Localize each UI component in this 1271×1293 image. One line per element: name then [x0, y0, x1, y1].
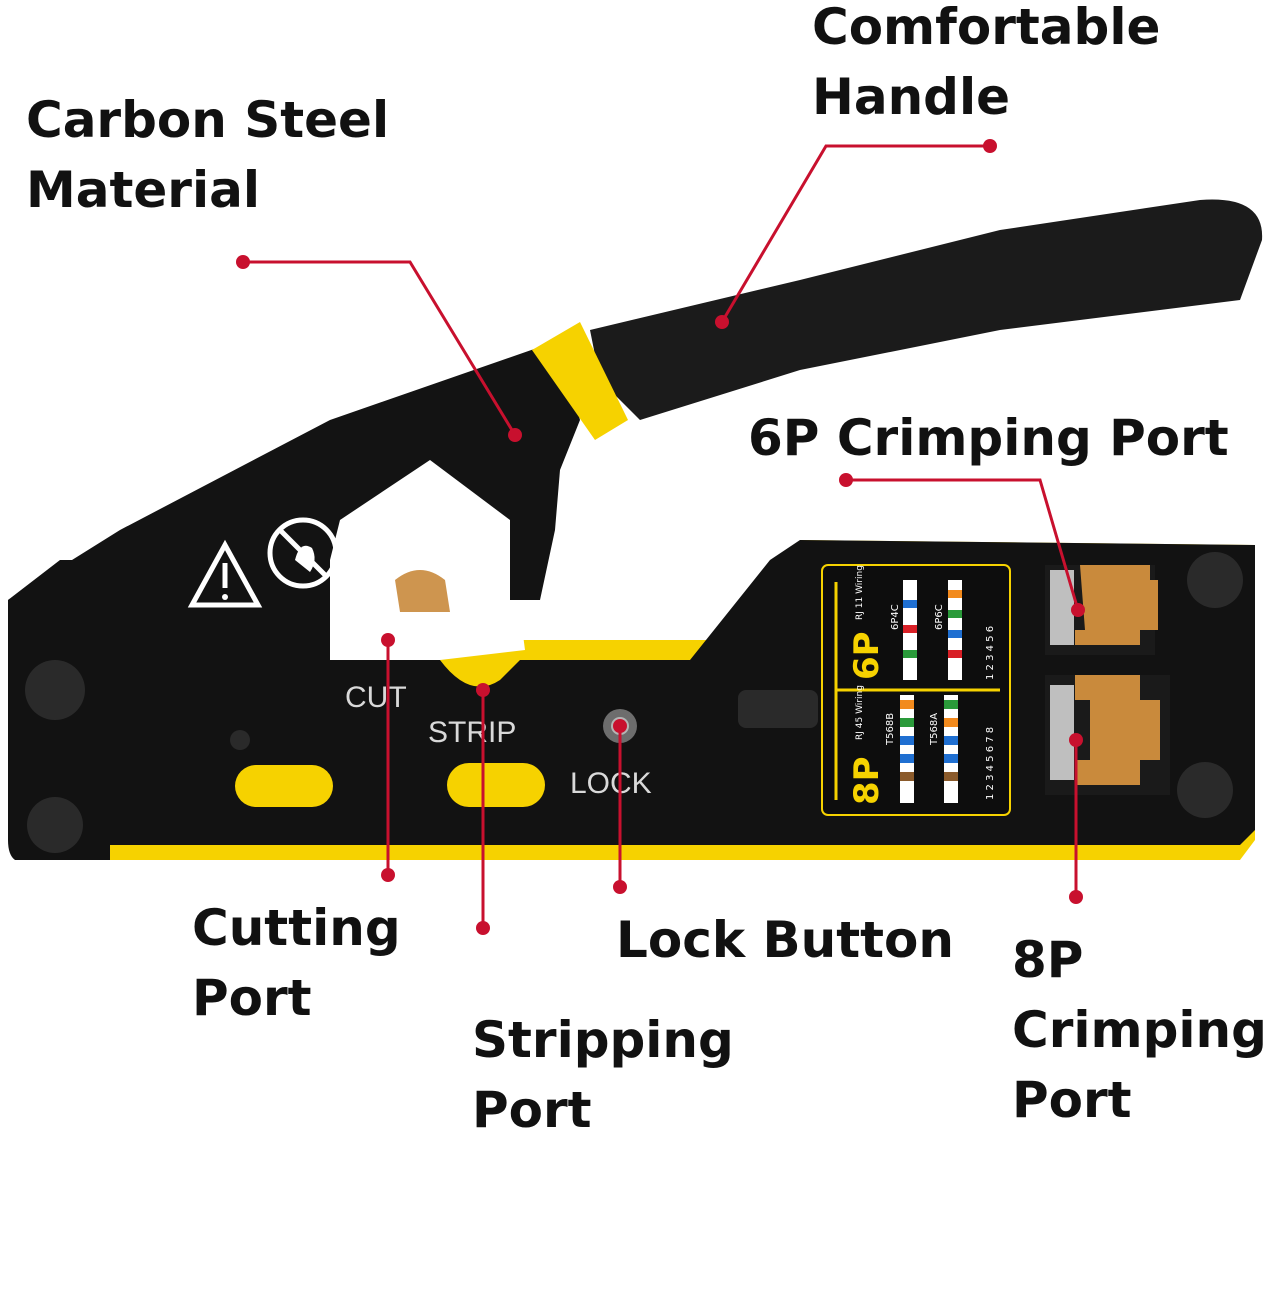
bolt-right-top — [1187, 552, 1243, 608]
callout-stripping-line-1: Stripping — [472, 1011, 734, 1069]
callout-handle: Comfortable Handle — [812, 0, 1160, 132]
cutting-slot — [330, 612, 525, 660]
six-p-port — [1045, 565, 1158, 655]
callout-8p-line-2: Crimping — [1012, 1001, 1267, 1059]
bolt-right-bottom — [1177, 762, 1233, 818]
callout-dots — [236, 139, 1085, 935]
six-p-sub: RJ 11 Wiring — [855, 565, 865, 620]
t568a-label: T568A — [929, 713, 940, 746]
warning-icon — [187, 539, 263, 608]
callout-6p-crimping-port: 6P Crimping Port — [748, 403, 1229, 473]
lock-label: LOCK — [570, 767, 652, 800]
callout-stripping-port: Stripping Port — [472, 1005, 734, 1145]
callout-lock-line-1: Lock Button — [616, 911, 954, 969]
callout-carbon-steel: Carbon Steel Material — [26, 85, 389, 225]
strip-pill — [447, 763, 545, 807]
rubber-grip — [590, 199, 1263, 420]
cut-label: CUT — [345, 681, 407, 714]
t568b-label: T568B — [885, 713, 896, 746]
callout-lock-button: Lock Button — [616, 905, 954, 975]
callout-line-handle — [720, 144, 990, 323]
six-p-4c: 6P4C — [890, 604, 901, 630]
bolt-left-top — [25, 660, 85, 720]
callout-cutting-line-2: Port — [192, 969, 312, 1027]
cutter-blade — [395, 570, 450, 612]
callout-8p-line-1: 8P — [1012, 931, 1084, 989]
eight-p-sub: RJ 45 Wiring — [855, 685, 865, 740]
eight-p-numbers: 1 2 3 4 5 6 7 8 — [985, 727, 996, 800]
small-pin — [230, 730, 250, 750]
callout-lines — [243, 144, 1080, 928]
handle-yellow-ring — [532, 322, 628, 440]
callout-cutting-line-1: Cutting — [192, 899, 401, 957]
six-p-title: 6P — [847, 631, 887, 680]
callout-handle-line-1: Comfortable — [812, 0, 1161, 56]
six-p-6c: 6P6C — [934, 604, 945, 630]
callout-cutting-port: Cutting Port — [192, 893, 401, 1033]
bolt-left-bottom — [27, 797, 83, 853]
callout-carbon-steel-line-1: Carbon Steel — [26, 91, 390, 149]
callout-8p-line-3: Port — [1012, 1071, 1132, 1129]
callout-stripping-line-2: Port — [472, 1081, 592, 1139]
eight-p-title: 8P — [847, 756, 887, 805]
safety-goggles-icon — [359, 491, 435, 543]
callout-handle-line-2: Handle — [812, 68, 1011, 126]
wiring-chart: 6P RJ 11 Wiring 6P4C 6P6C 1 2 3 4 5 6 8P… — [821, 564, 1011, 816]
callout-6p-line-1: 6P Crimping Port — [748, 409, 1229, 467]
strip-label: STRIP — [428, 716, 516, 749]
callout-line-carbon-steel — [243, 260, 517, 436]
slider-handle[interactable] — [738, 690, 818, 728]
six-p-numbers: 1 2 3 4 5 6 — [985, 626, 996, 680]
callout-8p-crimping-port: 8P Crimping Port — [1012, 925, 1267, 1135]
callout-carbon-steel-line-2: Material — [26, 161, 260, 219]
callout-line-6p — [846, 478, 1080, 611]
no-hand-icon — [267, 517, 339, 589]
cut-pill — [235, 765, 333, 807]
upper-handle-body — [8, 340, 580, 600]
eight-p-port — [1045, 675, 1170, 795]
